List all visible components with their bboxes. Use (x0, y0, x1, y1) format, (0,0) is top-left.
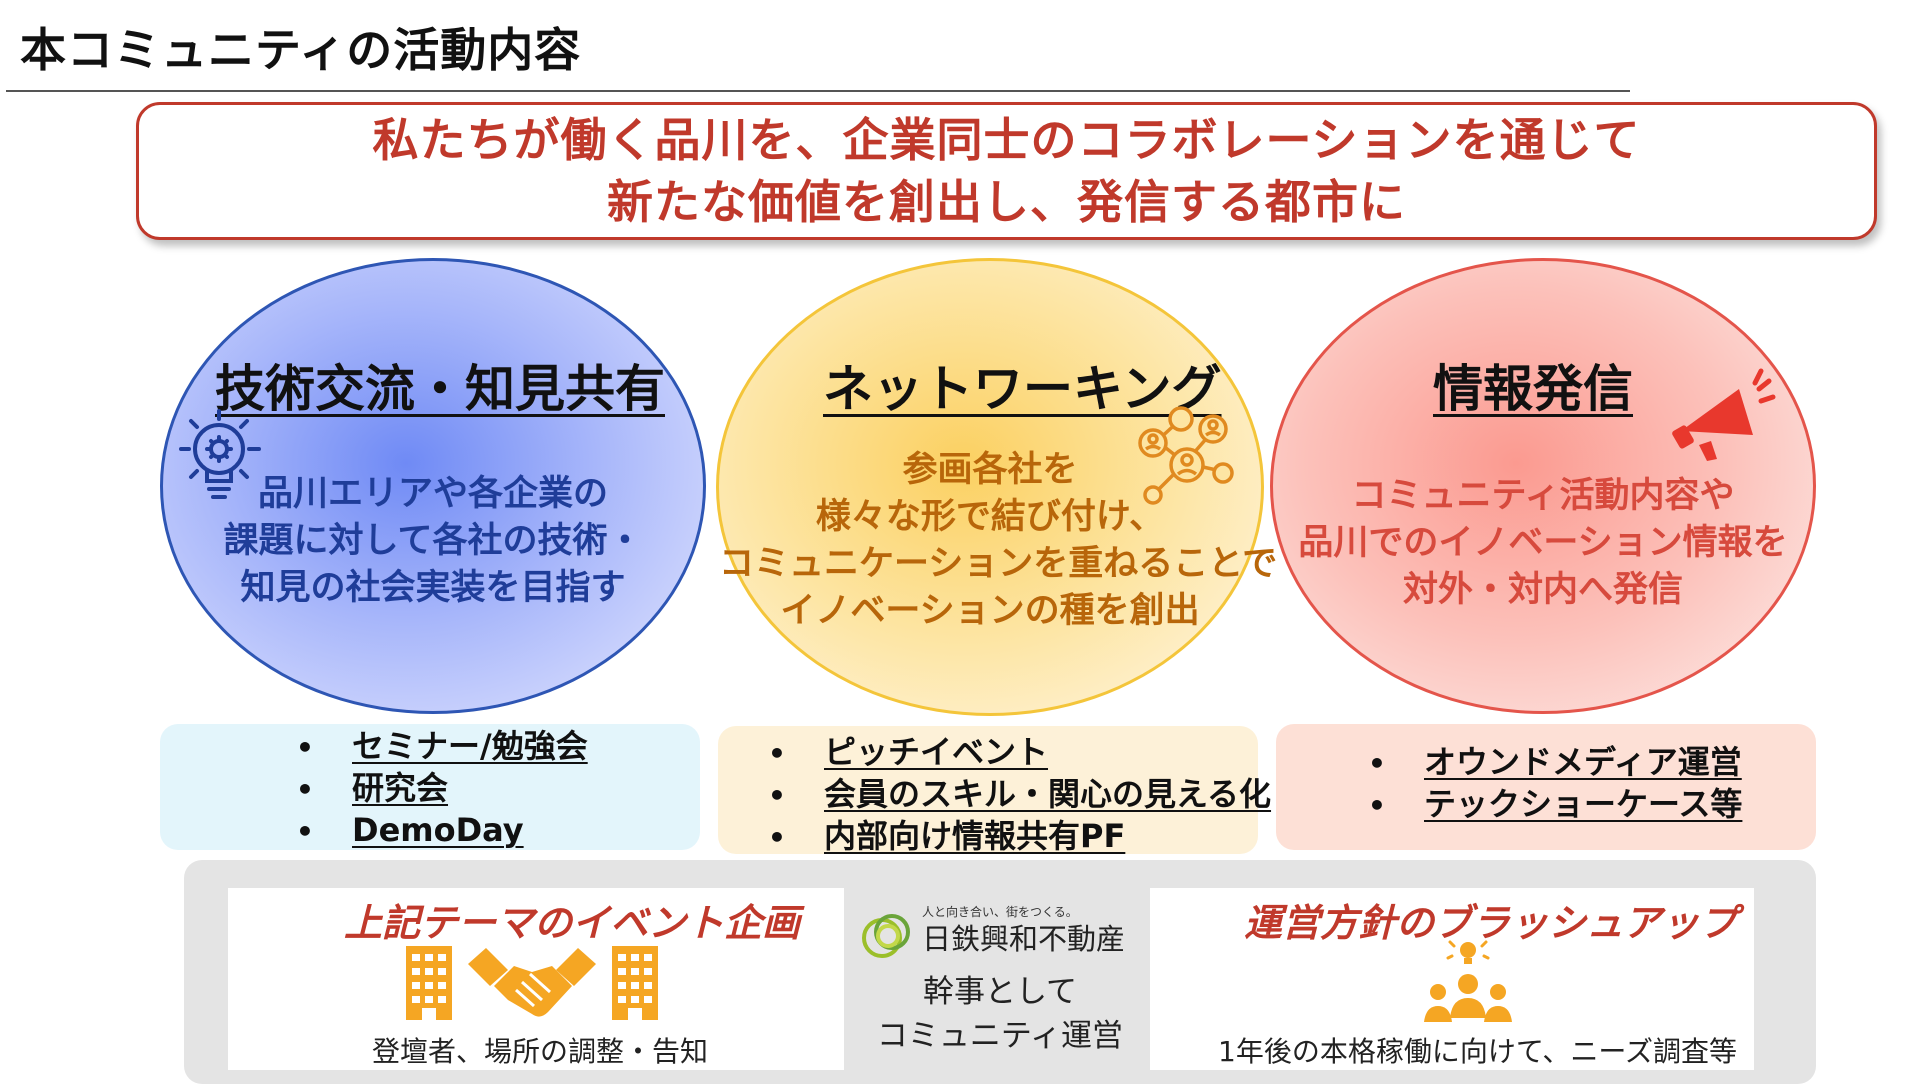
mission-line-1: 私たちが働く品川を、企業同士のコラボレーションを通じて (372, 113, 1641, 167)
circle-net-line-4: イノベーションの種を創出 (780, 591, 1200, 631)
circle-net-line-1: 参画各社を (902, 450, 1078, 490)
bullet-info-2: テックショーケース等 (1424, 785, 1743, 823)
bullet-tech-2: 研究会 (352, 769, 449, 807)
list-item: •研究会 (296, 769, 449, 807)
circle-tech-line-2: 課題に対して各社の技術・ (223, 521, 643, 561)
circle-net-title: ネットワーキング (823, 360, 1222, 418)
circle-tech-title: 技術交流・知見共有 (215, 360, 665, 418)
organizer-tagline: 人と向き合い、街をつくる。 (922, 905, 1078, 919)
list-item: •会員のスキル・関心の見える化 (768, 775, 1272, 813)
bullets-tech-box: •セミナー/勉強会 •研究会 •DemoDay (160, 724, 700, 850)
list-item: •オウンドメディア運営 (1368, 743, 1742, 781)
building-icon (612, 946, 658, 1020)
organizer-role: 幹事として コミュニティ運営 (870, 970, 1130, 1058)
card-policy-refinement: 運営方針のブラッシュアップ 1年後の本格稼働に向けて、ニーズ調査等 (1150, 888, 1754, 1070)
list-item: •内部向け情報共有PF (768, 817, 1126, 855)
bullet-net-1: ピッチイベント (824, 733, 1049, 771)
circle-info-title: 情報発信 (1433, 360, 1633, 418)
organizer-role-line-1: 幹事として (922, 974, 1078, 1010)
policy-refinement-caption: 1年後の本格稼働に向けて、ニーズ調査等 (1218, 1035, 1738, 1068)
bullets-info-box: •オウンドメディア運営 •テックショーケース等 (1276, 724, 1816, 850)
handshake-icon (468, 948, 596, 1017)
mission-statement-box: 私たちが働く品川を、企業同士のコラボレーションを通じて 新たな価値を創出し、発信… (136, 102, 1877, 240)
mission-line-2: 新たな価値を創出し、発信する都市に (607, 175, 1406, 229)
building-icon (406, 946, 452, 1020)
people-network-icon (1138, 406, 1234, 505)
event-planning-caption: 登壇者、場所の調整・告知 (372, 1035, 709, 1068)
circle-networking: ネットワーキング 参画各社を 様々な形で結び付け、 コミュニケーションを重ねるこ… (716, 258, 1278, 716)
circle-tech-line-1: 品川エリアや各企業の (257, 474, 608, 514)
circle-net-line-3: コミュニケーションを重ねることで (719, 544, 1278, 584)
policy-refinement-heading: 運営方針のブラッシュアップ (1244, 901, 1738, 945)
circle-info-line-3: 対外・対内へ発信 (1402, 570, 1683, 610)
megaphone-icon (1672, 368, 1776, 461)
circle-net-line-2: 様々な形で結び付け、 (815, 497, 1165, 537)
bullet-net-2: 会員のスキル・関心の見える化 (824, 775, 1272, 813)
lightbulb-gear-icon (179, 409, 261, 499)
circle-tech-knowledge: 技術交流・知見共有 品川エリアや各企業の 課題に対して各社の技術・ 知見の社会実… (160, 258, 706, 714)
card-event-planning: 上記テーマのイベント企画 登壇者、場 (228, 888, 844, 1070)
bullets-net-box: •ピッチイベント •会員のスキル・関心の見える化 •内部向け情報共有PF (718, 726, 1271, 855)
bullet-tech-3: DemoDay (352, 811, 524, 849)
circle-info-line-2: 品川でのイノベーション情報を (1298, 523, 1788, 563)
page-title: 本コミュニティの活動内容 (20, 23, 582, 77)
event-planning-heading: 上記テーマのイベント企画 (344, 901, 801, 945)
circle-information: 情報発信 コミュニティ活動内容や 品川でのイノベーション情報を 対外・対内へ発信 (1270, 258, 1816, 714)
title-divider (6, 90, 1630, 92)
bullet-net-3: 内部向け情報共有PF (824, 817, 1126, 855)
bullet-info-1: オウンドメディア運営 (1424, 743, 1742, 781)
circle-tech-line-3: 知見の社会実装を目指す (240, 568, 626, 608)
team-idea-icon (1424, 940, 1512, 1022)
list-item: •テックショーケース等 (1368, 785, 1743, 823)
list-item: •セミナー/勉強会 (296, 727, 588, 765)
company-logo-icon (862, 914, 910, 958)
list-item: •DemoDay (296, 811, 524, 849)
organizer-name: 日鉄興和不動産 (922, 922, 1126, 956)
bullet-tech-1: セミナー/勉強会 (352, 727, 588, 765)
circle-info-line-1: コミュニティ活動内容や (1351, 476, 1735, 516)
list-item: •ピッチイベント (768, 733, 1049, 771)
organizer-role-line-2: コミュニティ運営 (876, 1018, 1124, 1054)
